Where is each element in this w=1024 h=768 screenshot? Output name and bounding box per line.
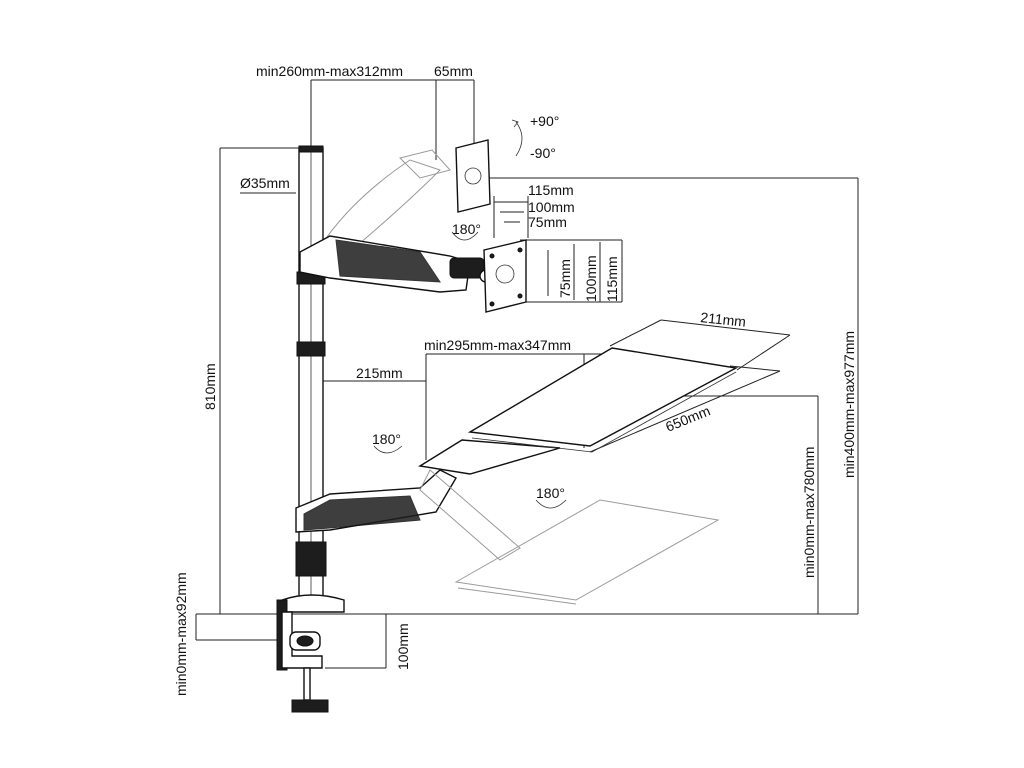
vesa-height-115-label: 115mm <box>604 256 620 302</box>
monitor-arm <box>299 149 493 293</box>
lower-collar <box>295 541 327 577</box>
keyboard-reach-label: min295mm-max347mm <box>424 337 571 353</box>
rotate-tray-label: 180° <box>536 485 565 501</box>
middle-collar <box>296 341 326 357</box>
tray-width-label: 650mm <box>663 402 712 434</box>
keyboard-height-label: min0mm-max780mm <box>801 447 817 578</box>
arm-reach-label: min260mm-max312mm <box>256 63 403 79</box>
pole-diameter-label: Ø35mm <box>240 175 290 191</box>
clamp-thickness-label: min0mm-max92mm <box>173 572 189 696</box>
rotate-monitor-label: 180° <box>452 221 481 237</box>
dimension-lines <box>195 79 859 669</box>
tilt-up-label: +90° <box>530 113 559 129</box>
keyboard-tray <box>454 347 739 605</box>
keyboard-arm <box>295 439 561 561</box>
monitor-height-label: min400mm-max977mm <box>841 331 857 478</box>
vesa-height-75-label: 75mm <box>557 259 573 298</box>
tray-depth-label: 211mm <box>700 309 747 330</box>
pole-height-label: 810mm <box>202 363 218 410</box>
tilt-down-label: -90° <box>530 145 556 161</box>
vesa-width-100-label: 100mm <box>528 199 575 215</box>
vesa-width-115-label: 115mm <box>528 182 574 198</box>
vesa-plate-tilted <box>455 139 491 213</box>
clamp-depth-label: 100mm <box>395 623 411 670</box>
pole <box>295 145 327 609</box>
desk-clamp <box>276 594 345 713</box>
dimension-labels: min260mm-max312mm 65mm +90° -90° Ø35mm 1… <box>173 63 857 696</box>
vesa-height-100-label: 100mm <box>583 255 599 302</box>
vesa-plate <box>483 239 527 313</box>
rotation-arrows <box>373 119 567 509</box>
rotate-lower-label: 180° <box>372 431 401 447</box>
vesa-width-75-label: 75mm <box>528 214 567 230</box>
lower-arm-label: 215mm <box>356 365 403 381</box>
vesa-offset-label: 65mm <box>434 63 473 79</box>
